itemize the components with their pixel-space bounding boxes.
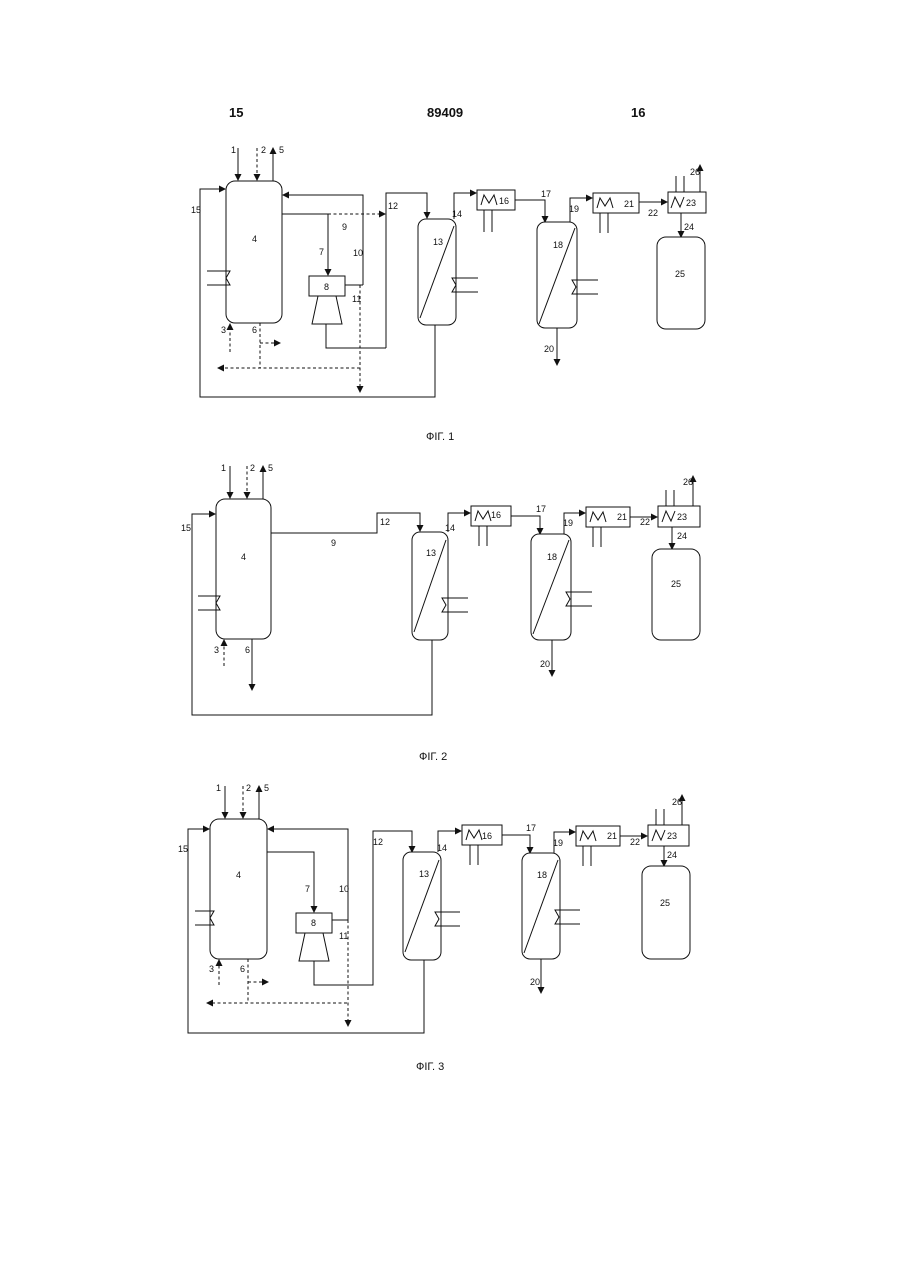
label-26: 26 <box>683 477 693 487</box>
label-7: 7 <box>305 884 310 894</box>
label-19: 19 <box>553 838 563 848</box>
label-2: 2 <box>246 783 251 793</box>
label-5: 5 <box>279 145 284 155</box>
stream-10-line <box>283 195 363 285</box>
label-22: 22 <box>640 517 650 527</box>
stream-7-line <box>267 852 314 912</box>
pump-shape <box>312 296 342 324</box>
label-18: 18 <box>537 870 547 880</box>
label-19: 19 <box>569 204 579 214</box>
label-18: 18 <box>547 552 557 562</box>
label-14: 14 <box>445 523 455 533</box>
label-4: 4 <box>252 234 257 244</box>
label-20: 20 <box>530 977 540 987</box>
label-2: 2 <box>250 463 255 473</box>
label-16: 16 <box>499 196 509 206</box>
stream-17-line <box>502 835 530 853</box>
label-10: 10 <box>339 884 349 894</box>
label-3: 3 <box>221 325 226 335</box>
label-6: 6 <box>245 645 250 655</box>
label-24: 24 <box>677 531 687 541</box>
label-14: 14 <box>437 843 447 853</box>
label-16: 16 <box>482 831 492 841</box>
label-24: 24 <box>667 850 677 860</box>
label-8: 8 <box>311 918 316 928</box>
label-12: 12 <box>380 517 390 527</box>
label-14: 14 <box>452 209 462 219</box>
label-25: 25 <box>660 898 670 908</box>
label-22: 22 <box>630 837 640 847</box>
label-9: 9 <box>331 538 336 548</box>
label-5: 5 <box>264 783 269 793</box>
figure-1: 1 2 5 4 15 3 6 9 7 10 8 11 12 14 13 16 1… <box>191 145 706 443</box>
label-12: 12 <box>373 837 383 847</box>
label-3: 3 <box>209 964 214 974</box>
stream-10-line <box>268 829 348 920</box>
label-15: 15 <box>181 523 191 533</box>
label-4: 4 <box>236 870 241 880</box>
label-20: 20 <box>544 344 554 354</box>
label-26: 26 <box>672 797 682 807</box>
label-4: 4 <box>241 552 246 562</box>
vessel-4 <box>210 819 267 959</box>
label-15: 15 <box>191 205 201 215</box>
label-11: 11 <box>339 931 348 941</box>
label-6: 6 <box>240 964 245 974</box>
figure-3-caption: ФІГ. 3 <box>416 1061 444 1073</box>
label-18: 18 <box>553 240 563 250</box>
vessel-25 <box>652 549 700 640</box>
label-6: 6 <box>252 325 257 335</box>
label-12: 12 <box>388 201 398 211</box>
label-8: 8 <box>324 282 329 292</box>
figure-3: 1 2 5 4 15 3 6 7 10 8 11 12 14 13 16 17 … <box>178 783 690 1073</box>
label-26: 26 <box>690 167 700 177</box>
label-10: 10 <box>353 248 363 258</box>
figure-2: 1 2 5 4 15 3 6 9 12 14 13 16 17 18 19 20… <box>181 463 700 763</box>
label-13: 13 <box>419 869 429 879</box>
label-3: 3 <box>214 645 219 655</box>
label-1: 1 <box>216 783 221 793</box>
label-2: 2 <box>261 145 266 155</box>
label-24: 24 <box>684 222 694 232</box>
pump-shape <box>299 933 329 961</box>
vessel-4 <box>226 181 282 323</box>
label-21: 21 <box>617 512 627 522</box>
label-22: 22 <box>648 208 658 218</box>
label-1: 1 <box>231 145 236 155</box>
label-11: 11 <box>352 294 361 304</box>
label-25: 25 <box>675 269 685 279</box>
stream-17-line <box>515 200 545 222</box>
label-23: 23 <box>667 831 677 841</box>
label-5: 5 <box>268 463 273 473</box>
label-23: 23 <box>677 512 687 522</box>
figure-2-caption: ФІГ. 2 <box>419 751 447 763</box>
label-16: 16 <box>491 510 501 520</box>
vessel-25 <box>642 866 690 959</box>
label-15: 15 <box>178 844 188 854</box>
label-17: 17 <box>526 823 536 833</box>
label-20: 20 <box>540 659 550 669</box>
label-7: 7 <box>319 247 324 257</box>
label-17: 17 <box>541 189 551 199</box>
stream-12-line <box>314 831 412 985</box>
stream-12-line <box>271 513 420 533</box>
label-19: 19 <box>563 518 573 528</box>
label-9: 9 <box>342 222 347 232</box>
label-25: 25 <box>671 579 681 589</box>
label-1: 1 <box>221 463 226 473</box>
label-21: 21 <box>607 831 617 841</box>
vessel-25 <box>657 237 705 329</box>
label-17: 17 <box>536 504 546 514</box>
label-23: 23 <box>686 198 696 208</box>
vessel-4 <box>216 499 271 639</box>
label-13: 13 <box>433 237 443 247</box>
figure-1-caption: ФІГ. 1 <box>426 431 454 443</box>
stream-17-line <box>511 516 540 534</box>
label-21: 21 <box>624 199 634 209</box>
label-13: 13 <box>426 548 436 558</box>
